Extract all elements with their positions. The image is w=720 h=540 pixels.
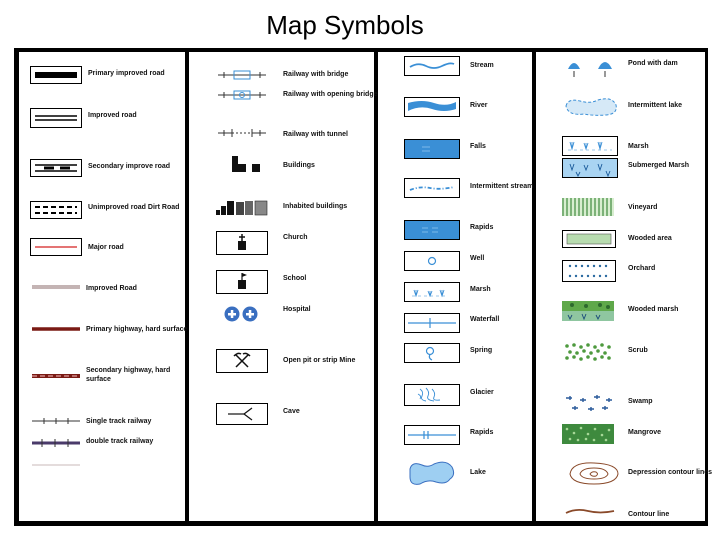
lake-label: Lake xyxy=(470,469,486,476)
river-symbol xyxy=(404,97,460,117)
double-track-railway-symbol xyxy=(32,439,80,447)
railway-bridge-symbol xyxy=(218,70,266,80)
open-pit-mine-label: Open pit or strip Mine xyxy=(283,357,356,364)
orchard-label: Orchard xyxy=(628,265,656,272)
marsh-water-symbol xyxy=(404,282,460,302)
open-pit-mine-symbol xyxy=(216,349,268,373)
railway-bridge-label: Railway with bridge xyxy=(283,71,349,78)
well-symbol xyxy=(404,251,460,271)
rapids-label: Rapids xyxy=(470,224,494,231)
hospital-symbol xyxy=(224,306,258,322)
marsh-symbol xyxy=(562,136,618,156)
intermittent-lake-label: Intermittent lake xyxy=(628,102,683,109)
pond-with-dam-symbol xyxy=(568,62,612,77)
rapids-2-symbol xyxy=(404,425,460,445)
double-track-railway-label: double track railway xyxy=(86,438,154,445)
intermittent-lake-symbol xyxy=(565,98,617,116)
waterfall-symbol xyxy=(404,313,460,333)
glacier-symbol xyxy=(404,384,460,406)
mangrove-label: Mangrove xyxy=(628,429,662,436)
buildings-label: Buildings xyxy=(283,162,315,169)
improved-road-symbol xyxy=(30,108,82,128)
depression-contour-label: Depression contour lines xyxy=(628,469,713,476)
rapids-symbol xyxy=(404,220,460,240)
stream-label: Stream xyxy=(470,62,494,69)
secondary-improve-road-symbol xyxy=(30,159,82,177)
scrub-symbol xyxy=(565,343,611,361)
single-track-railway-symbol xyxy=(32,418,80,424)
railway-tunnel-label: Railway with tunnel xyxy=(283,131,348,138)
spring-label: Spring xyxy=(470,347,493,354)
single-track-railway-label: Single track railway xyxy=(86,418,152,425)
improved-road-label: Improved road xyxy=(88,112,137,119)
vineyard-symbol xyxy=(562,198,614,216)
rapids-2-label: Rapids xyxy=(470,429,494,436)
page-title: Map Symbols xyxy=(266,10,424,40)
lake-symbol xyxy=(409,461,455,485)
wooded-area-label: Wooded area xyxy=(628,235,672,242)
faint-road-symbol xyxy=(32,464,80,466)
buildings-symbol xyxy=(232,156,260,172)
wooded-area-symbol xyxy=(562,230,616,248)
church-symbol xyxy=(216,231,268,255)
unimproved-road-label: Unimproved road Dirt Road xyxy=(88,204,180,211)
unimproved-road-symbol xyxy=(30,201,82,219)
primary-improved-road-symbol xyxy=(30,66,82,84)
mangrove-symbol xyxy=(562,424,614,444)
railway-opening-bridge-symbol xyxy=(218,90,266,100)
major-road-symbol xyxy=(30,238,82,256)
major-road-label: Major road xyxy=(88,244,124,251)
stream-symbol xyxy=(404,56,460,76)
contour-line-label: Contour line xyxy=(628,511,670,518)
marsh-label: Marsh xyxy=(628,143,649,150)
improved-road-2-label: Improved Road xyxy=(86,285,137,292)
secondary-highway-symbol xyxy=(32,374,80,378)
submerged-marsh-symbol xyxy=(562,158,618,178)
orchard-symbol xyxy=(562,260,616,282)
primary-improved-road-label: Primary improved road xyxy=(88,70,165,77)
hospital-label: Hospital xyxy=(283,306,311,313)
secondary-highway-label: Secondary highway, hard surface xyxy=(86,367,171,383)
intermittent-stream-label: Intermittent stream xyxy=(470,183,534,190)
glacier-label: Glacier xyxy=(470,389,494,396)
church-label: Church xyxy=(283,234,308,241)
falls-symbol xyxy=(404,139,460,159)
vineyard-label: Vineyard xyxy=(628,204,658,211)
scrub-label: Scrub xyxy=(628,347,648,354)
submerged-marsh-label: Submerged Marsh xyxy=(628,162,690,169)
swamp-symbol xyxy=(566,395,612,411)
school-label: School xyxy=(283,275,307,282)
cave-label: Cave xyxy=(283,408,300,415)
spring-symbol xyxy=(404,343,460,363)
cave-symbol xyxy=(216,403,268,425)
railway-opening-bridge-label: Railway with opening bridge xyxy=(283,91,378,98)
school-symbol xyxy=(216,270,268,294)
well-label: Well xyxy=(470,255,485,262)
wooded-marsh-label: Wooded marsh xyxy=(628,306,679,313)
railway-tunnel-symbol xyxy=(218,129,266,137)
waterfall-label: Waterfall xyxy=(470,316,500,323)
contour-line-symbol xyxy=(565,508,615,514)
intermittent-stream-symbol xyxy=(404,178,460,198)
vegetation-column xyxy=(536,52,705,521)
inhabited-buildings-symbol xyxy=(216,200,268,216)
secondary-improve-road-label: Secondary improve road xyxy=(88,163,171,170)
depression-contour-symbol xyxy=(569,462,619,485)
marsh-water-label: Marsh xyxy=(470,286,491,293)
primary-highway-symbol xyxy=(32,327,80,331)
pond-with-dam-label: Pond with dam xyxy=(628,60,678,67)
river-label: River xyxy=(470,102,488,109)
falls-label: Falls xyxy=(470,143,486,150)
improved-road-2-symbol xyxy=(32,285,80,289)
swamp-label: Swamp xyxy=(628,398,653,405)
primary-highway-label: Primary highway, hard surface xyxy=(86,326,188,333)
wooded-marsh-symbol xyxy=(562,301,614,321)
inhabited-buildings-label: Inhabited buildings xyxy=(283,203,348,210)
